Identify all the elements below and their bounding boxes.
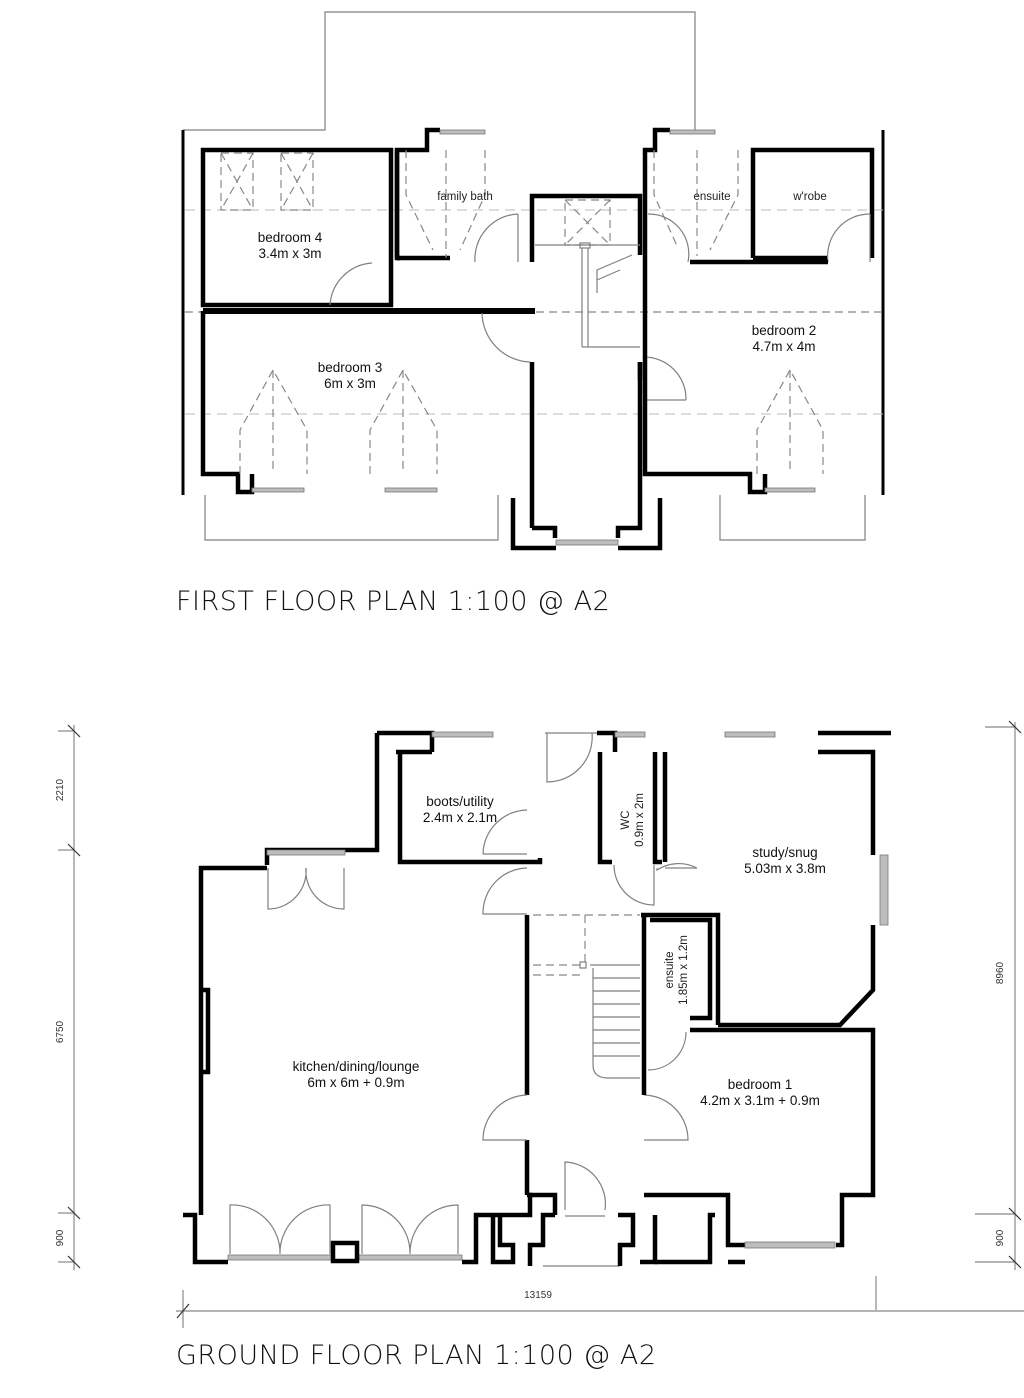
dimension-right-main: 8960 [995,961,1006,984]
room-name-ensuite-ground: ensuite [664,951,676,988]
room-name-wc: WC [620,810,632,829]
room-size-ensuite-ground: 1.85m x 1.2m [678,935,690,1005]
room-size-bedroom3: 6m x 3m [324,376,376,391]
room-name-ensuite-first: ensuite [693,191,730,203]
room-size-bedroom1: 4.2m x 3.1m + 0.9m [700,1093,820,1108]
room-size-bedroom2: 4.7m x 4m [752,339,815,354]
room-size-wc: 0.9m x 2m [634,793,646,847]
room-name-bedroom1: bedroom 1 [728,1077,793,1092]
room-size-kitchen: 6m x 6m + 0.9m [307,1075,404,1090]
dimension-bottom-width: 13159 [524,1290,552,1301]
room-name-family-bath: family bath [437,191,493,203]
first-floor-plan: bedroom 4 3.4m x 3m family bath ensuite … [176,11,885,617]
room-bedroom4 [200,147,394,308]
room-size-bedroom4: 3.4m x 3m [258,246,321,261]
room-name-boots-utility: boots/utility [426,794,494,809]
dimension-left-top: 2210 [55,778,66,801]
first-floor-title: FIRST FLOOR PLAN 1:100 @ A2 [176,586,610,617]
room-name-bedroom2: bedroom 2 [752,323,817,338]
room-size-boots-utility: 2.4m x 2.1m [423,810,497,825]
room-name-bedroom4: bedroom 4 [258,230,323,245]
room-name-wrobe: w'robe [792,191,827,203]
ground-floor-plan: boots/utility 2.4m x 2.1m WC 0.9m x 2m s… [55,720,1024,1371]
room-name-bedroom3: bedroom 3 [318,360,383,375]
ground-floor-title: GROUND FLOOR PLAN 1:100 @ A2 [176,1340,657,1371]
room-name-kitchen: kitchen/dining/lounge [293,1059,420,1074]
room-name-study-snug: study/snug [752,845,817,860]
roof-outline [183,11,696,131]
dimension-right-bottom: 900 [995,1229,1006,1246]
dimension-left-middle: 6750 [55,1020,66,1043]
room-size-study-snug: 5.03m x 3.8m [744,861,826,876]
dimension-left-bottom: 900 [55,1229,66,1246]
